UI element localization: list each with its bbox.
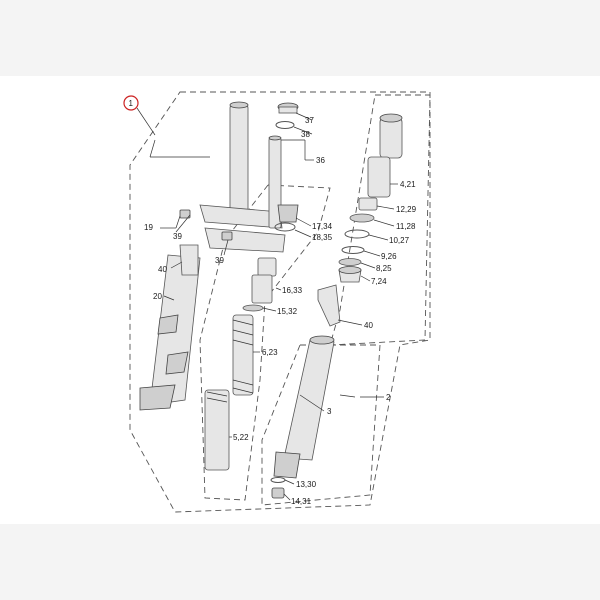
label-36: 36 [316,156,325,165]
damper-bolt[interactable] [271,487,285,499]
cap-bolt[interactable] [277,102,299,114]
label-16-33: 16,33 [282,286,303,295]
callout-circle-main[interactable] [123,95,139,111]
leader-19b [149,139,156,158]
label-11-28: 11,28 [396,222,416,231]
label-39-lower: 39 [215,256,224,265]
lower-bracket[interactable] [204,227,286,253]
fork-spring[interactable] [232,314,254,396]
fork-guard-left[interactable] [179,244,199,276]
label-17-34: 17,34 [312,222,333,231]
o-ring[interactable] [275,121,295,129]
label-20: 20 [153,292,162,301]
label-6-23: 6,23 [262,348,278,357]
label-40-left: 40 [158,265,167,274]
seal-ring[interactable] [274,222,296,232]
bolt-upper[interactable] [179,209,191,219]
assembly-boundary-inner-right [329,94,431,346]
oil-seal[interactable] [344,229,370,239]
label-39-upper: 39 [173,232,182,241]
damper-cylinder[interactable] [204,389,230,471]
axle-bracket[interactable] [139,384,176,411]
assembly-boundary-inner-left [199,184,331,501]
inner-tube-assembled[interactable] [229,101,249,215]
label-12-29: 12,29 [396,205,417,214]
label-8-25: 8,25 [376,264,392,273]
guide-bushing[interactable] [349,213,375,223]
callout-main-label: 1 [129,99,134,108]
label-38: 38 [301,130,310,139]
label-14-31: 14,31 [291,497,312,506]
inner-tube[interactable] [379,113,403,159]
label-2: 2 [386,393,391,402]
spacer-collar[interactable] [257,257,277,277]
assembly-boundary-lower-right [261,344,381,506]
label-9-26: 9,26 [381,252,397,261]
caliper-mount-lower[interactable] [165,351,189,375]
outer-tube[interactable] [273,335,335,479]
upper-bracket[interactable] [199,204,283,229]
label-4-21: 4,21 [400,180,416,189]
label-15-32: 15,32 [277,307,298,316]
retaining-clip[interactable] [341,246,365,254]
spacer-tube[interactable] [251,274,273,304]
fork-guard-right[interactable] [317,284,341,327]
bolt-lower[interactable] [221,231,233,241]
dust-seal-ring[interactable] [338,258,362,266]
inner-tube-lower[interactable] [367,156,391,198]
label-40-right: 40 [364,321,373,330]
caliper-mount-upper[interactable] [157,314,179,335]
adjuster-nut[interactable] [277,204,299,223]
leader-callout-main [136,107,156,136]
spring-washer[interactable] [242,304,264,312]
label-37: 37 [305,116,314,125]
label-13-30: 13,30 [296,480,317,489]
assembly-boundary-outer [129,91,431,513]
dust-seal[interactable] [338,266,362,283]
label-10-27: 10,27 [389,236,410,245]
leader-lines [160,112,398,501]
label-18-35: 18,35 [312,233,333,242]
slide-bushing[interactable] [358,197,378,211]
label-7-24: 7,24 [371,277,387,286]
drain-washer[interactable] [270,477,286,483]
label-3: 3 [327,407,332,416]
label-19: 19 [144,223,153,232]
label-5-22: 5,22 [233,433,249,442]
